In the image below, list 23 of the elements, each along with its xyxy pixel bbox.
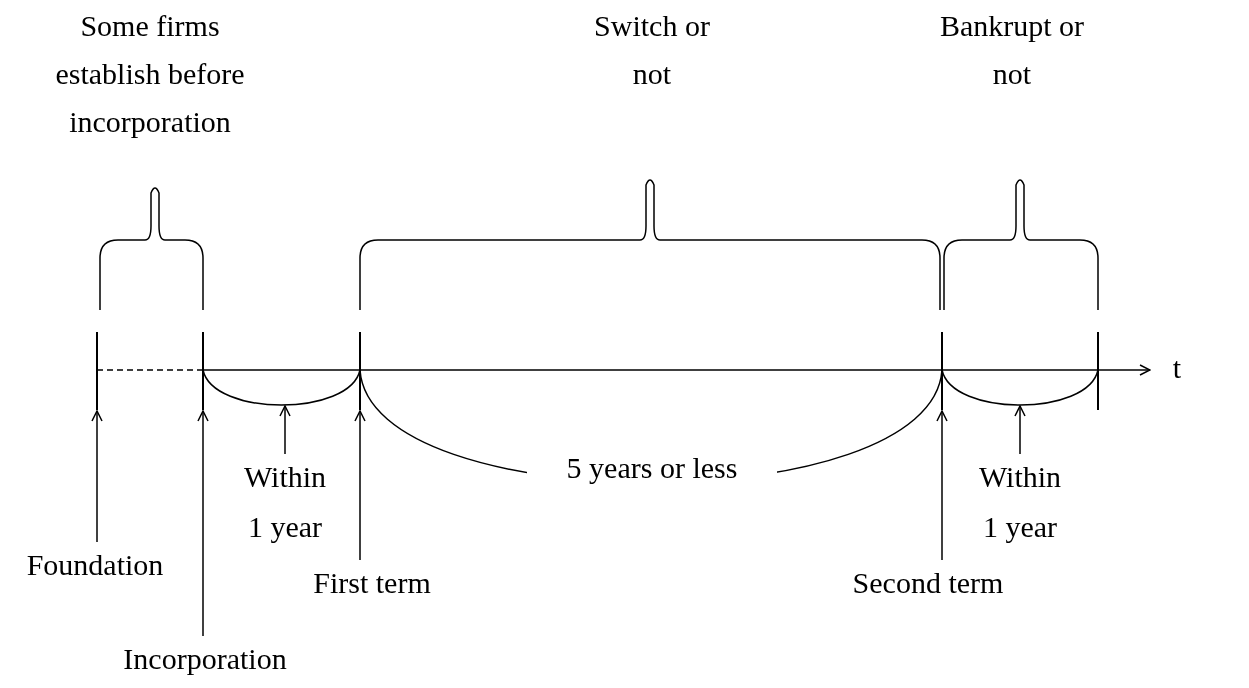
label-text: Bankrupt or not xyxy=(938,8,1086,92)
label-text: t xyxy=(1171,350,1183,386)
bottom-brace xyxy=(942,370,1098,405)
arrow xyxy=(354,410,366,561)
arrow xyxy=(197,410,209,637)
tick-mark xyxy=(941,332,943,410)
arrow xyxy=(936,410,948,561)
arrow xyxy=(91,410,103,543)
timeline-label: Second term xyxy=(833,558,1023,608)
timeline-label: First term xyxy=(287,558,457,608)
label-text: Switch or not xyxy=(593,8,711,92)
timeline-label: Foundation xyxy=(5,540,185,590)
timeline-label: Incorporation xyxy=(105,634,305,684)
timeline-label: Within 1 year xyxy=(970,452,1070,552)
tick-mark xyxy=(1097,332,1099,410)
tick-mark xyxy=(359,332,361,410)
bottom-brace xyxy=(203,370,360,405)
label-text: Some firms establish before incorporation xyxy=(54,8,246,140)
tick-mark xyxy=(202,332,204,410)
arrow xyxy=(1014,405,1026,455)
arrow xyxy=(279,405,291,455)
tick-mark xyxy=(96,332,98,410)
timeline-label: Within 1 year xyxy=(235,452,335,552)
